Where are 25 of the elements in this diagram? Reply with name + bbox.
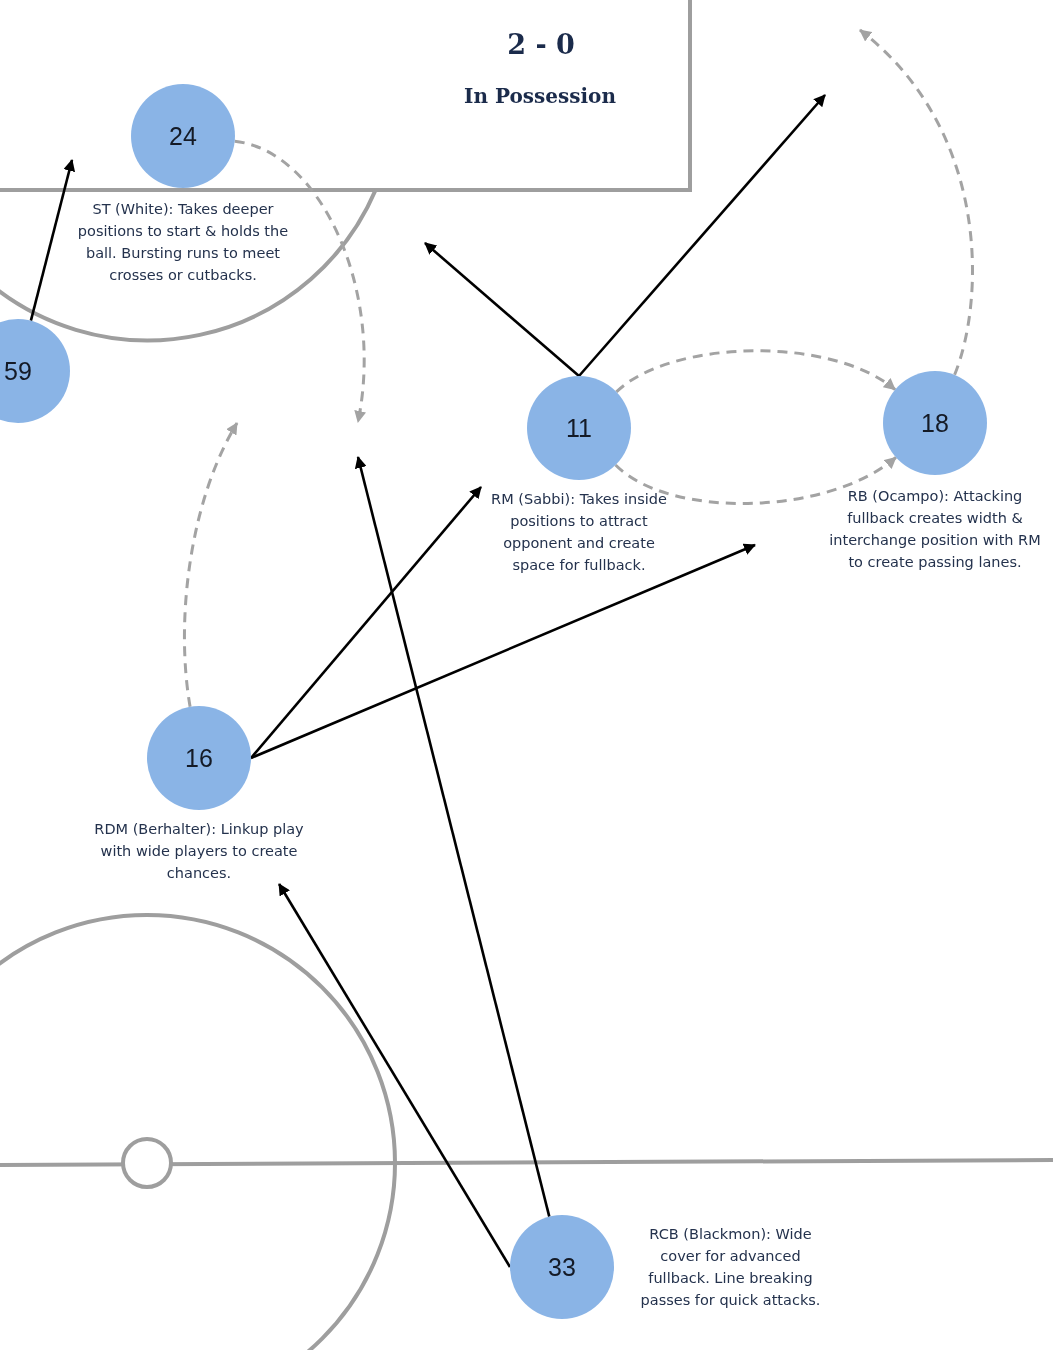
player-note: RDM (Berhalter): Linkup play with wide players to create chances. (93, 820, 305, 883)
dashed-arrow (234, 139, 366, 423)
player-marker: 33 (510, 1215, 614, 1319)
dashed-arrow (182, 422, 239, 707)
dashed-arrow (859, 28, 974, 376)
score-text: 2 - 0 (507, 28, 575, 60)
arrow (278, 883, 512, 1268)
arrow (578, 94, 826, 377)
dashed-arrow (615, 349, 896, 394)
player-marker: 24 (131, 84, 235, 188)
player-marker: 16 (147, 706, 251, 810)
arrow (250, 486, 482, 759)
arrow (424, 242, 580, 377)
player-note: RM (Sabbi): Takes inside positions to attract opponent and create space for fullback. (490, 490, 668, 575)
arrow (29, 159, 76, 321)
player-marker: 59 (0, 319, 70, 423)
arrow (250, 543, 756, 760)
player-marker: 18 (883, 371, 987, 475)
title-heading: In Possession (464, 84, 616, 108)
player-note: RB (Ocampo): Attacking fullback creates width & interchange position with RM to create passing lanes. (828, 487, 1042, 572)
player-note: RCB (Blackmon): Wide cover for advanced fullback. Line breaking passes for quick attacks. (639, 1225, 822, 1310)
dashed-arrow (614, 456, 897, 505)
player-marker: 11 (527, 376, 631, 480)
arrow (354, 456, 551, 1217)
player-note: ST (White): Takes deeper positions to start & holds the ball. Bursting runs to meet crosses or cutbacks. (76, 200, 290, 285)
